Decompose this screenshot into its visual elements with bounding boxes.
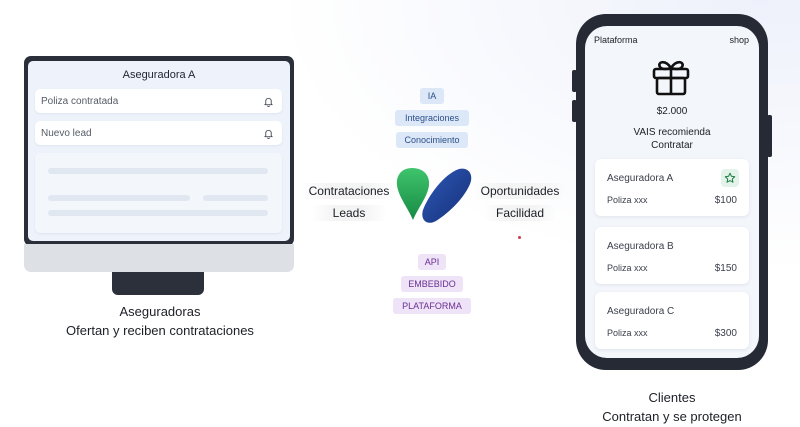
notification-new-lead[interactable]: Nuevo lead bbox=[35, 121, 282, 145]
offer-card-aseguradora-a[interactable]: Aseguradora A Poliza xxx $100 bbox=[595, 159, 749, 216]
offer-insurer-name: Aseguradora B bbox=[607, 241, 674, 252]
recommendation-line: VAIS recomienda bbox=[633, 127, 711, 138]
tag-api: API bbox=[418, 254, 446, 270]
offer-policy: Poliza xxx bbox=[607, 195, 648, 205]
platform-label[interactable]: Plataforma bbox=[594, 35, 638, 45]
offer-insurer-name: Aseguradora A bbox=[607, 173, 674, 184]
clients-caption: Clientes Contratan y se protegen bbox=[560, 388, 784, 426]
phone-screen: Plataforma shop $2.000 VAIS recomienda C… bbox=[585, 26, 759, 358]
tag-integraciones: Integraciones bbox=[395, 110, 469, 126]
word-contrataciones: Contrataciones bbox=[300, 183, 398, 199]
tag-embebido: EMBEBIDO bbox=[401, 276, 463, 292]
offer-insurer-name: Aseguradora C bbox=[607, 306, 675, 317]
recommendation-line: Contratar bbox=[651, 140, 693, 151]
star-icon bbox=[724, 172, 736, 183]
tag-conocimiento: Conocimiento bbox=[396, 132, 468, 148]
tag-ia: IA bbox=[420, 88, 444, 104]
notification-label: Poliza contratada bbox=[41, 95, 119, 107]
monitor-chin bbox=[24, 244, 294, 272]
word-oportunidades: Oportunidades bbox=[473, 183, 567, 199]
logo-green-drop bbox=[396, 168, 430, 220]
skeleton-line bbox=[48, 195, 190, 201]
logo-blue-leaf bbox=[422, 168, 472, 223]
clients-caption-subtitle: Contratan y se protegen bbox=[602, 409, 742, 424]
tag-plataforma: PLATAFORMA bbox=[393, 298, 471, 314]
placeholder-card bbox=[35, 153, 282, 233]
monitor-screen: Aseguradora A Poliza contratada Nuevo le… bbox=[28, 61, 290, 241]
word-leads: Leads bbox=[312, 205, 386, 221]
offer-price: $150 bbox=[714, 263, 737, 274]
bell-icon bbox=[264, 97, 273, 107]
phone-volume-down bbox=[572, 100, 577, 122]
recommended-badge bbox=[721, 169, 739, 187]
bell-icon bbox=[264, 129, 273, 139]
clients-caption-title: Clientes bbox=[648, 390, 696, 405]
skeleton-line bbox=[48, 168, 268, 174]
insurers-caption-title: Aseguradoras bbox=[119, 304, 201, 319]
monitor-stand bbox=[112, 272, 204, 295]
offer-price: $100 bbox=[714, 195, 737, 206]
phone-power-button bbox=[767, 115, 772, 157]
word-facilidad: Facilidad bbox=[484, 205, 556, 221]
notification-policy-contracted[interactable]: Poliza contratada bbox=[35, 89, 282, 113]
phone-volume-up bbox=[572, 70, 577, 92]
skeleton-line bbox=[48, 210, 268, 216]
offer-policy: Poliza xxx bbox=[607, 328, 648, 338]
vais-logo bbox=[396, 168, 472, 223]
insurer-title: Aseguradora A bbox=[122, 69, 196, 81]
red-dot bbox=[518, 236, 521, 239]
insurers-caption-subtitle: Ofertan y reciben contrataciones bbox=[66, 323, 254, 338]
recommendation-text: VAIS recomienda Contratar bbox=[585, 126, 759, 152]
offer-price: $300 bbox=[714, 328, 737, 339]
notification-label: Nuevo lead bbox=[41, 127, 92, 139]
insurers-caption: Aseguradoras Ofertan y reciben contratac… bbox=[40, 302, 280, 340]
offer-card-aseguradora-c[interactable]: Aseguradora C Poliza xxx $300 bbox=[595, 292, 749, 349]
skeleton-line bbox=[203, 195, 268, 201]
offer-policy: Poliza xxx bbox=[607, 263, 648, 273]
offer-card-aseguradora-b[interactable]: Aseguradora B Poliza xxx $150 bbox=[595, 227, 749, 284]
gift-icon bbox=[652, 60, 690, 96]
shop-link[interactable]: shop bbox=[729, 35, 749, 45]
gift-amount: $2.000 bbox=[656, 106, 688, 117]
